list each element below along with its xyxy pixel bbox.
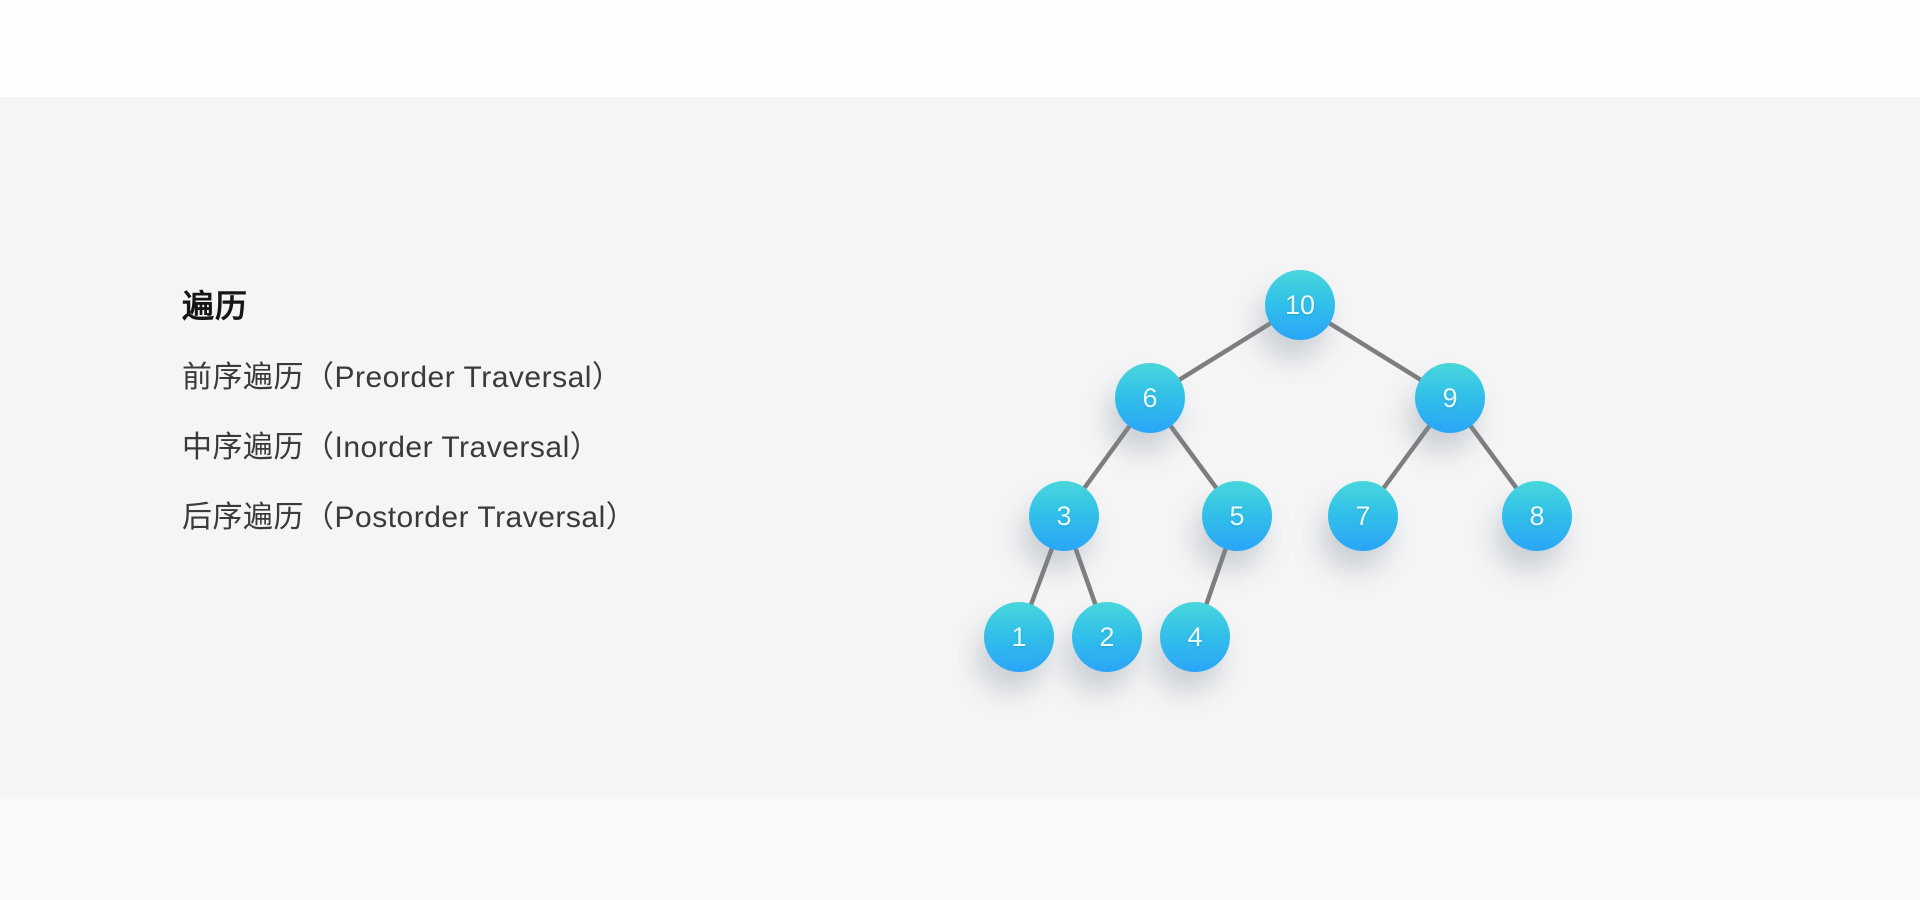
tree-node-10: 10 bbox=[1265, 270, 1335, 340]
tree-node-8: 8 bbox=[1502, 481, 1572, 551]
postorder-traversal-label: 后序遍历（Postorder Traversal） bbox=[182, 501, 637, 534]
tree-node-value: 5 bbox=[1229, 500, 1245, 531]
tree-node-6: 6 bbox=[1115, 363, 1185, 433]
tree-node-value: 2 bbox=[1099, 621, 1115, 652]
tree-node-value: 6 bbox=[1142, 382, 1158, 413]
tree-node-value: 7 bbox=[1355, 500, 1371, 531]
tree-node-value: 3 bbox=[1056, 500, 1072, 531]
inorder-traversal-label: 中序遍历（Inorder Traversal） bbox=[182, 431, 601, 464]
preorder-traversal-label: 前序遍历（Preorder Traversal） bbox=[182, 361, 623, 394]
tree-node-4: 4 bbox=[1160, 602, 1230, 672]
tree-node-value: 9 bbox=[1442, 382, 1458, 413]
traversal-text-panel: 遍历 前序遍历（Preorder Traversal） 中序遍历（Inorder… bbox=[182, 281, 742, 562]
bottom-white-band bbox=[0, 797, 1920, 900]
tree-node-value: 8 bbox=[1529, 500, 1545, 531]
panel-title: 遍历 bbox=[182, 288, 249, 324]
tree-node-1: 1 bbox=[984, 602, 1054, 672]
top-white-band bbox=[0, 0, 1920, 97]
tree-node-7: 7 bbox=[1328, 481, 1398, 551]
tree-node-value: 1 bbox=[1011, 621, 1027, 652]
tree-node-5: 5 bbox=[1202, 481, 1272, 551]
tree-node-3: 3 bbox=[1029, 481, 1099, 551]
tree-node-2: 2 bbox=[1072, 602, 1142, 672]
tree-node-value: 10 bbox=[1284, 289, 1316, 320]
tree-node-value: 4 bbox=[1187, 621, 1203, 652]
tree-node-9: 9 bbox=[1415, 363, 1485, 433]
